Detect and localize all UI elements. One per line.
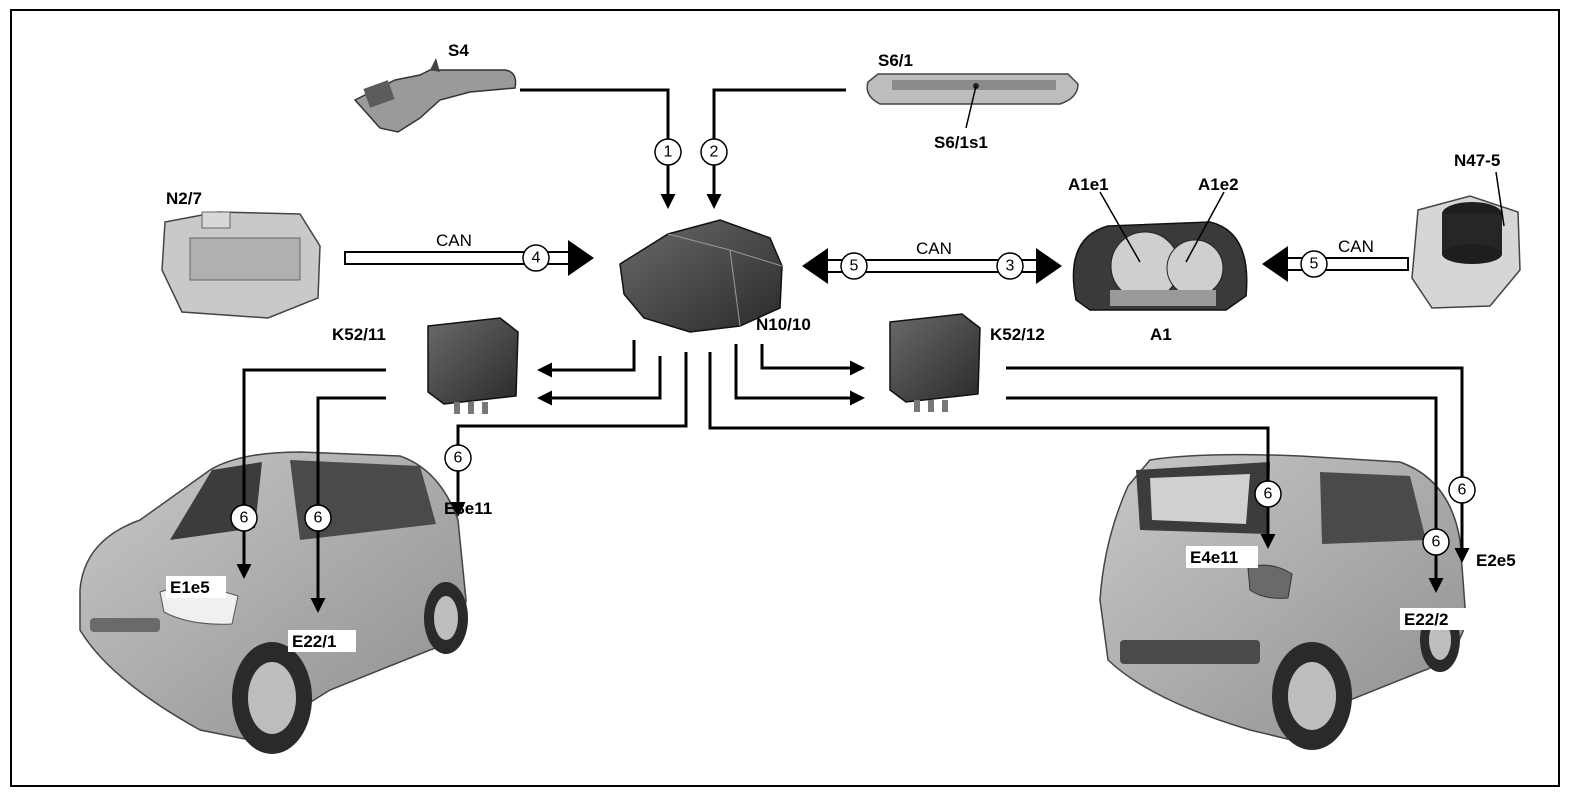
svg-text:1: 1 [664,144,673,161]
signal-number-6-e2e5: 6 [1448,476,1476,504]
wire-n10-10-to-k52-11-b [537,356,662,406]
label-a1e1: A1e1 [1068,175,1109,194]
signal-number-6-e3e11: 6 [444,444,472,472]
label-e1e5: E1e5 [166,576,226,598]
svg-text:4: 4 [532,250,541,267]
label-e22-2: E22/2 [1400,608,1468,630]
signal-number-6-e22-2: 6 [1422,528,1450,556]
rear-car-image [1099,453,1467,750]
svg-text:E1e5: E1e5 [170,578,210,597]
label-n47-5: N47-5 [1454,151,1500,170]
signal-number-5-left: 5 [840,252,868,280]
label-s6-1: S6/1 [878,51,913,70]
signal-number-6-e1e5: 6 [230,504,258,532]
leader-a1e1 [1099,191,1141,263]
can-bus-n10-10-to-a1 [802,248,1062,284]
svg-text:5: 5 [850,258,859,275]
s4-combination-switch-image [353,58,517,133]
signal-number-6-e4e11: 6 [1254,480,1282,508]
wire-k52-11-to-e22-1 [310,396,386,613]
label-e22-1: E22/1 [288,630,356,652]
label-e3e11: E3e11 [444,499,492,518]
signal-number-2: 2 [700,138,728,166]
diagram-frame [10,9,1560,787]
label-e2e5: E2e5 [1476,551,1516,570]
svg-text:6: 6 [1264,486,1273,503]
front-car-image [79,451,468,754]
label-n10-10: N10/10 [756,315,811,334]
label-n2-7: N2/7 [166,189,202,208]
label-s4: S4 [448,41,469,60]
s6-1-control-panel-image [866,73,1079,105]
can-bus-n47-5-to-a1 [1262,246,1409,282]
leader-s6-1s1 [965,85,977,129]
wire-k52-12-to-e22-2 [1006,396,1444,593]
label-s6-1s1: S6/1s1 [934,133,988,152]
n47-5-unit-image [1411,195,1521,309]
svg-text:6: 6 [240,510,249,527]
svg-text:6: 6 [1458,482,1467,499]
can-label-left: CAN [436,231,472,250]
label-a1: A1 [1150,325,1172,344]
label-k52-11: K52/11 [332,325,386,344]
svg-text:3: 3 [1006,258,1015,275]
svg-text:6: 6 [1432,534,1441,551]
wire-s6-1-to-n10-10 [706,88,846,209]
k52-11-relay-image [427,317,519,414]
leader-n47-5 [1495,171,1505,227]
wire-n10-10-to-k52-11-a [537,340,636,378]
label-e4e11: E4e11 [1186,546,1258,568]
can-label-right: CAN [1338,237,1374,256]
n10-10-control-unit-image [619,219,783,333]
svg-text:6: 6 [454,450,463,467]
signal-number-4: 4 [522,244,550,272]
wire-s4-to-n10-10 [520,88,676,209]
svg-text:6: 6 [314,510,323,527]
signal-number-1: 1 [654,138,682,166]
k52-12-relay-image [889,313,981,412]
signal-number-5-right: 5 [1300,250,1328,278]
svg-text:5: 5 [1310,256,1319,273]
svg-text:2: 2 [710,144,719,161]
n2-7-module-image [161,211,321,319]
label-k52-12: K52/12 [990,325,1045,344]
can-bus-n2-7-to-n10-10 [344,240,594,276]
wire-n10-10-to-k52-12-a [760,344,865,376]
a1-instrument-cluster-image [1072,221,1248,311]
label-a1e2: A1e2 [1198,175,1239,194]
signal-number-3: 3 [996,252,1024,280]
wire-n10-10-to-k52-12-b [734,344,865,406]
can-label-middle: CAN [916,239,952,258]
svg-text:E22/2: E22/2 [1404,610,1448,629]
signal-number-6-e22-1: 6 [304,504,332,532]
svg-text:E22/1: E22/1 [292,632,336,651]
svg-text:E4e11: E4e11 [1190,548,1238,567]
leader-a1e2 [1185,191,1225,263]
